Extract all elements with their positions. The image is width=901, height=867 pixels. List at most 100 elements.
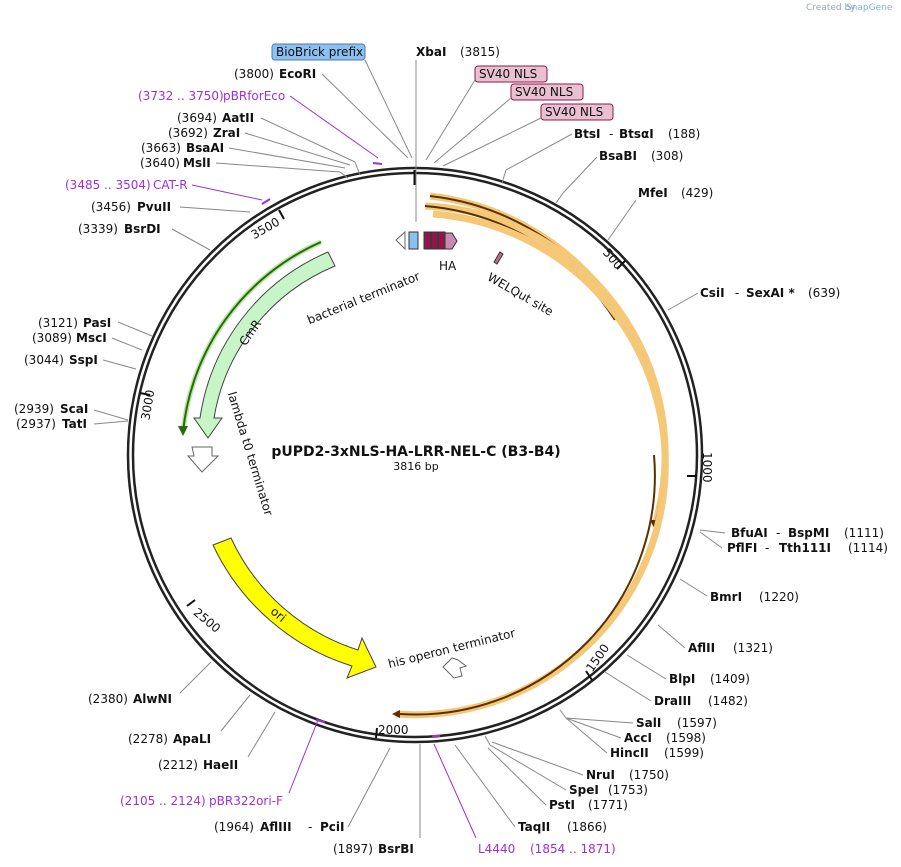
site-blpi-name: BlpI (669, 672, 695, 686)
site-aflii-name: AflII (688, 641, 715, 655)
btsi-leader (505, 133, 573, 171)
svg-text:-: - (609, 127, 613, 141)
ecori-leader (321, 73, 409, 159)
ha-label: HA (439, 259, 457, 273)
pflfi-leader (699, 531, 723, 549)
orange-arc-3-head (392, 710, 400, 718)
nls-3-leader (442, 117, 542, 167)
welqut-glyph (493, 251, 504, 265)
alwni-leader (179, 661, 212, 694)
site-taqii-pos: (1866) (567, 820, 607, 834)
tati-leader (93, 420, 129, 425)
site-tati-name: TatI (62, 417, 87, 431)
credit-brand: SnapGene (846, 3, 893, 13)
bsabi-leader (562, 156, 598, 194)
tick-3000 (139, 392, 151, 396)
bottom-annotations: L4440 (1854 .. 1871) BsrBI (1897) AflIII… (88, 661, 616, 856)
site-tati-pos: (2937) (16, 417, 56, 431)
site-bsrbi-name: BsrBI (378, 842, 414, 856)
nls-box-2-label: SV40 NLS (515, 85, 573, 99)
site-btsi-name: BtsI (574, 127, 601, 141)
scai-leader (93, 409, 129, 421)
cmr-arrow (193, 251, 336, 439)
bmri-leader (679, 578, 708, 597)
catr-mark (261, 198, 271, 205)
site-blpi-pos: (1409) (710, 672, 750, 686)
site-sexai-pos: (639) (808, 286, 840, 300)
site-bmri-pos: (1220) (759, 590, 799, 604)
tick-2000 (375, 727, 378, 739)
site-pflfi-pos: (1114) (848, 541, 888, 555)
site-hincii-name: HincII (610, 746, 649, 760)
his-terminator-arrow (442, 657, 468, 679)
pasi-leader (117, 321, 153, 337)
site-bsaai-name: BsaAI (186, 141, 224, 155)
tick-1500 (585, 670, 593, 681)
nrui-leader (491, 741, 584, 776)
right-annotations: CsiI - SexAI * (639) BfuAI - BspMI (1111… (454, 286, 888, 834)
site-nrui-pos: (1750) (629, 768, 669, 782)
pvuii-leader (179, 206, 251, 213)
plasmid-name: pUPD2-3xNLS-HA-LRR-NEL-C (B3-B4) (271, 444, 560, 460)
left-annotations: ScaI (2939) TatI (2937) SspI (3044) MscI… (14, 67, 409, 431)
ori-feature: ori (212, 537, 377, 679)
nls-2-leader (433, 97, 512, 164)
site-bsrbi-pos: (1897) (333, 842, 373, 856)
site-hincii-pos: (1599) (664, 746, 704, 760)
site-psti-name: PstI (549, 798, 575, 812)
tick-3500 (278, 209, 285, 220)
site-bfuai-name: BfuAI (731, 526, 768, 540)
hincii-leader (565, 717, 608, 754)
site-aatii-name: AatII (222, 111, 254, 125)
plasmid-length: 3816 bp (393, 460, 438, 473)
lambda-terminator-label: lambda t0 terminator (225, 390, 276, 517)
aatii-leader (260, 117, 356, 163)
mfei-leader (607, 199, 637, 241)
tick-2500 (186, 599, 196, 607)
bsaai-leader (228, 147, 346, 169)
lambda-terminator-arrow (186, 446, 220, 473)
haeii-leader (247, 711, 276, 758)
blpi-leader (626, 654, 667, 680)
site-sali-name: SalI (636, 716, 661, 730)
primer-catr-name: CAT-R (153, 178, 188, 192)
site-aatii-pos: (3694) (177, 111, 217, 125)
site-spei-pos: (1753) (608, 783, 648, 797)
site-pvuii-name: PvuII (137, 200, 171, 214)
site-msci-name: MscI (76, 331, 107, 345)
biobrick-box (271, 43, 366, 61)
orange-feature-arcs (392, 192, 669, 719)
svg-text:-: - (776, 526, 780, 540)
ori-arrow (212, 537, 377, 679)
site-apali-pos: (2278) (128, 732, 168, 746)
site-draiii-pos: (1482) (708, 694, 748, 708)
site-bsabi-pos: (308) (651, 149, 683, 163)
site-alwni-pos: (2380) (88, 692, 128, 706)
nls-box-3-label: SV40 NLS (545, 105, 603, 119)
primer-pbrforeco-name: pBRforEco (223, 89, 285, 103)
credit-prefix: Created by (806, 3, 856, 13)
cmr-arc-head (178, 426, 188, 436)
nls-1-leader (425, 79, 476, 161)
spei-leader (489, 744, 567, 791)
l4440-leader (433, 743, 477, 839)
primer-l4440-range: (1854 .. 1871) (530, 842, 616, 856)
site-bsrdi-pos: (3339) (78, 222, 118, 236)
site-draiii-name: DraIII (654, 694, 691, 708)
site-spei-name: SpeI (569, 783, 599, 797)
afliii-leader (347, 747, 391, 828)
welqut-label: WELQut site (485, 270, 556, 319)
site-nrui-name: NruI (586, 768, 615, 782)
site-aflii-pos: (1321) (733, 641, 773, 655)
taqii-leader (454, 744, 516, 828)
nls-box-3 (540, 103, 614, 121)
site-ecori-name: EcoRI (279, 67, 316, 81)
ha-glyph (444, 232, 458, 250)
site-tth111i-name: Tth111I (779, 541, 831, 555)
bfuai-leader (699, 529, 726, 534)
site-msli-pos: (3640) (140, 156, 180, 170)
site-ecori-pos: (3800) (234, 67, 274, 81)
primer-pbr322ori-name: pBR322ori-F (209, 794, 283, 808)
site-csii-name: CsiI (700, 286, 725, 300)
